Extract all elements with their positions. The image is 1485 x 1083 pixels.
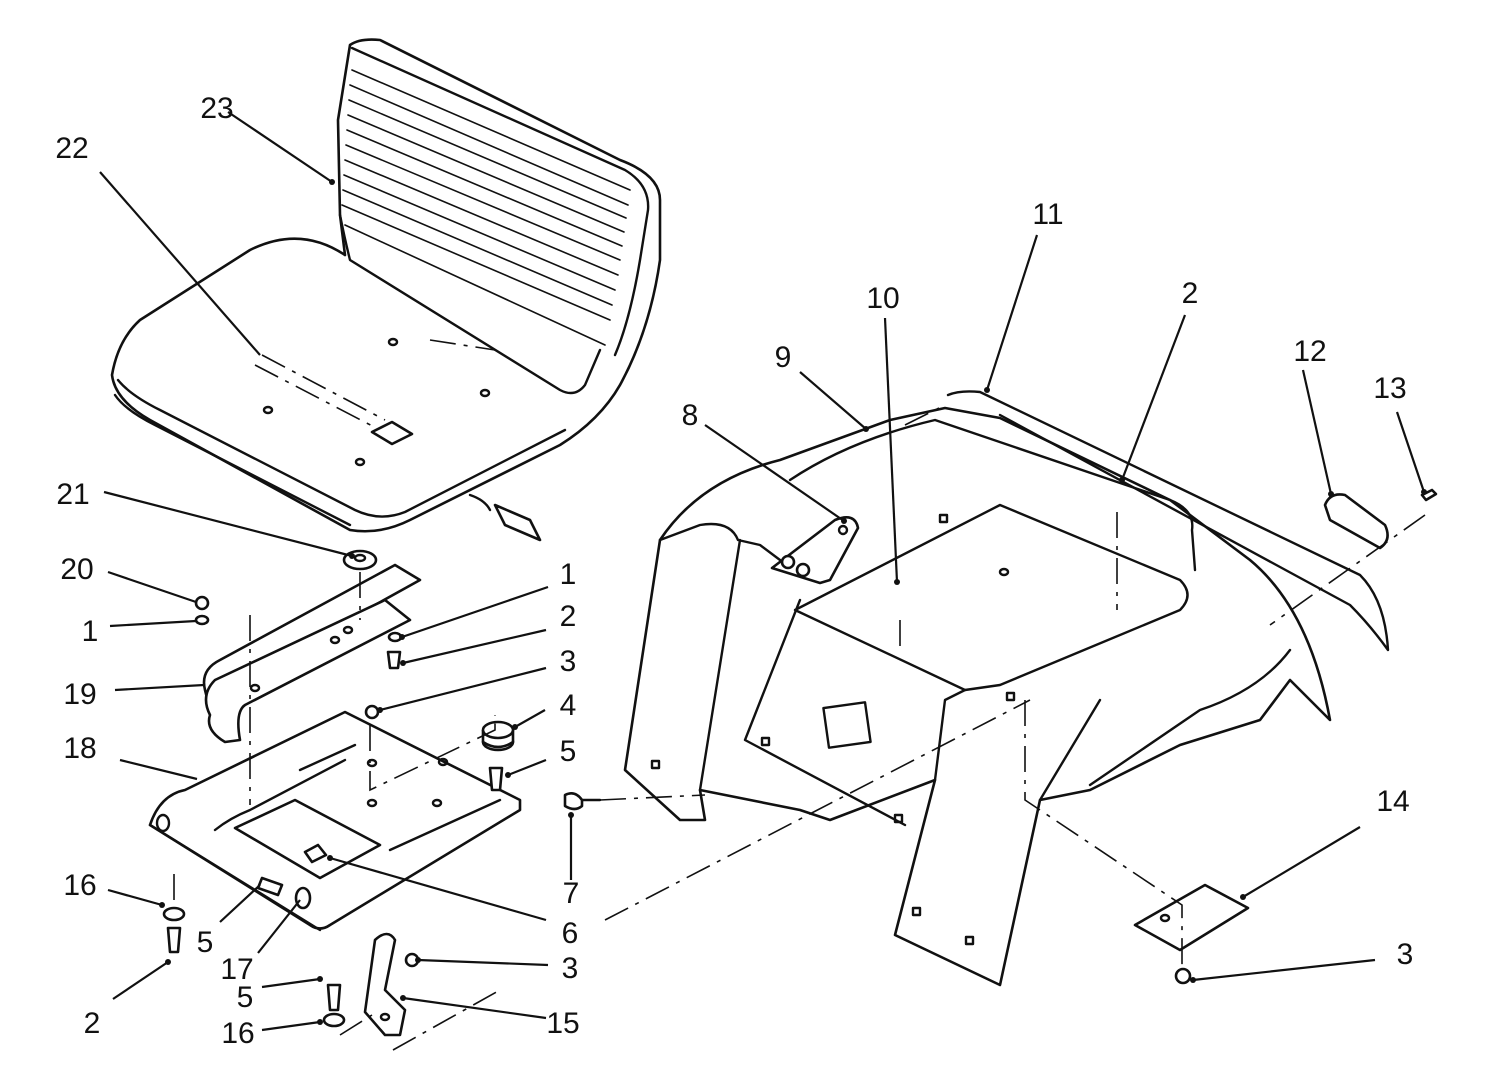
callout-20: 20 xyxy=(60,553,93,586)
callout-15: 15 xyxy=(546,1007,579,1040)
fender xyxy=(623,390,1390,987)
leader-lines xyxy=(99,111,1426,1032)
callout-21: 21 xyxy=(56,478,89,511)
callout-6: 6 xyxy=(562,917,579,950)
callout-13: 13 xyxy=(1373,372,1406,405)
callout-8: 8 xyxy=(682,399,699,432)
callout-16-lower: 16 xyxy=(221,1017,254,1050)
callout-9: 9 xyxy=(775,341,792,374)
callout-3-fender: 3 xyxy=(1397,938,1414,971)
assembly-lines xyxy=(173,404,1426,1051)
seat xyxy=(110,38,662,542)
callout-5-bottom: 5 xyxy=(237,981,254,1014)
callout-1-left: 1 xyxy=(82,615,99,648)
callout-19: 19 xyxy=(63,678,96,711)
callout-16-upper: 16 xyxy=(63,869,96,902)
callout-3-seat: 3 xyxy=(560,645,577,678)
callout-17: 17 xyxy=(220,953,253,986)
callout-3-bracket: 3 xyxy=(562,952,579,985)
callout-12: 12 xyxy=(1293,335,1326,368)
callout-5-lower: 5 xyxy=(197,926,214,959)
leader-dots xyxy=(159,179,1427,1025)
seat-plate xyxy=(148,710,522,932)
callout-4: 4 xyxy=(560,689,577,722)
callout-7: 7 xyxy=(563,877,580,910)
hinge-bracket xyxy=(202,549,422,744)
callout-23: 23 xyxy=(200,92,233,125)
callout-1-right: 1 xyxy=(560,558,577,591)
callout-18: 18 xyxy=(63,732,96,765)
callout-2-fender: 2 xyxy=(1182,277,1199,310)
callout-14: 14 xyxy=(1376,785,1409,818)
callout-2-lower: 2 xyxy=(84,1007,101,1040)
callout-5-knob: 5 xyxy=(560,735,577,768)
callout-10: 10 xyxy=(866,282,899,315)
callout-2-seat: 2 xyxy=(560,600,577,633)
callout-22: 22 xyxy=(55,132,88,165)
callout-11: 11 xyxy=(1032,198,1063,231)
callout-labels: 23 22 21 20 1 19 18 1 2 3 4 5 7 6 3 15 1… xyxy=(55,92,1413,1050)
